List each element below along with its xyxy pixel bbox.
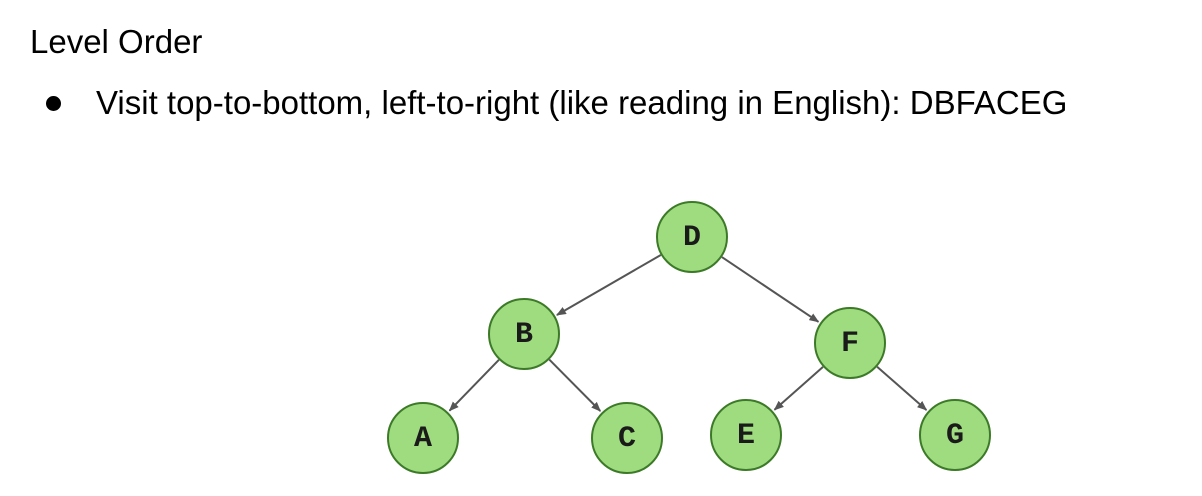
node-label: A xyxy=(414,422,432,456)
edge-b-a xyxy=(448,359,500,412)
edge-d-f xyxy=(721,256,820,323)
edge-d-b xyxy=(556,254,662,316)
tree-nodes: D B F A C E G xyxy=(387,201,991,474)
tree-edges xyxy=(448,254,928,412)
node-label: C xyxy=(618,422,636,456)
edge-f-e xyxy=(773,366,824,411)
node-circle xyxy=(387,402,459,474)
tree-node-d: D xyxy=(656,201,728,273)
node-circle xyxy=(656,201,728,273)
node-label: D xyxy=(683,221,701,255)
edge-f-g xyxy=(876,365,928,411)
tree-node-a: A xyxy=(387,402,459,474)
node-label: G xyxy=(946,419,964,453)
tree-node-g: G xyxy=(919,399,991,471)
tree-node-c: C xyxy=(591,402,663,474)
bullet-dot-icon xyxy=(46,95,61,111)
bullet-text: Visit top-to-bottom, left-to-right (like… xyxy=(96,84,1068,121)
section-heading: Level Order xyxy=(30,23,203,60)
node-circle xyxy=(591,402,663,474)
node-circle xyxy=(488,298,560,370)
node-label: E xyxy=(737,419,755,453)
node-circle xyxy=(814,307,886,379)
node-circle xyxy=(710,399,782,471)
tree-node-f: F xyxy=(814,307,886,379)
edge-b-c xyxy=(548,358,602,412)
node-circle xyxy=(919,399,991,471)
node-label: B xyxy=(515,318,533,352)
bullet-item: Visit top-to-bottom, left-to-right (like… xyxy=(46,78,1067,128)
node-label: F xyxy=(841,327,859,361)
tree-node-e: E xyxy=(710,399,782,471)
tree-node-b: B xyxy=(488,298,560,370)
